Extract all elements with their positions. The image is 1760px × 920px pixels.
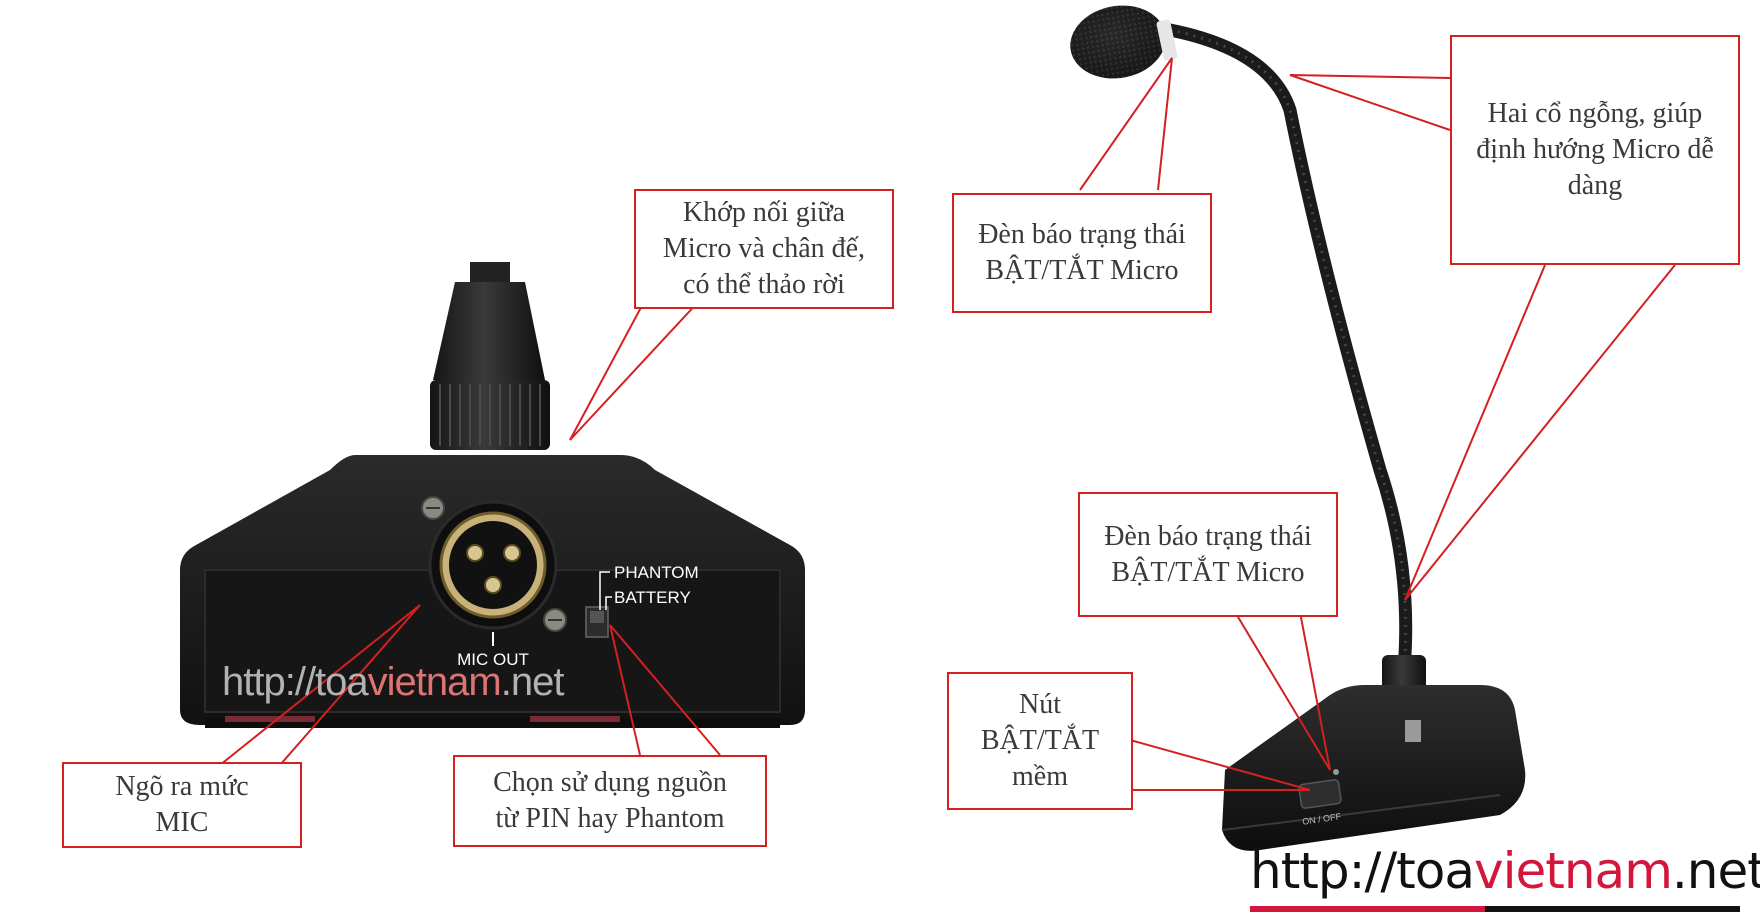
callout-den-bao-bottom: Đèn báo trạng thái BẬT/TẮT Micro — [1078, 492, 1338, 617]
leader-den-bao-top — [1079, 57, 1173, 191]
led-ring — [1156, 19, 1178, 61]
on-off-button — [1298, 779, 1342, 809]
watermark-small-accent: vietnam — [367, 660, 502, 704]
gooseneck-microphone: ON / OFF — [1070, 5, 1526, 851]
leader-co-ngong — [1289, 74, 1451, 131]
watermark-small-suffix: .net — [500, 660, 565, 704]
callout-den-bao-top-text: Đèn báo trạng thái BẬT/TẮT Micro — [978, 219, 1186, 286]
connector-panel: MIC OUT PHANTOM BATTERY — [180, 262, 805, 728]
watermark-big-accent: vietnam — [1474, 842, 1673, 900]
cable-stub — [470, 262, 510, 282]
callout-khop-noi: Khớp nối giữa Micro và chân đế, có thể t… — [634, 189, 894, 309]
mic-out-label: MIC OUT — [457, 650, 529, 669]
callout-den-bao-top: Đèn báo trạng thái BẬT/TẮT Micro — [952, 193, 1212, 313]
watermark-small-prefix: http://toa — [222, 660, 369, 704]
phantom-label: PHANTOM — [614, 563, 699, 582]
mic-base — [1222, 685, 1526, 851]
callout-khop-noi-text: Khớp nối giữa Micro và chân đế, có thể t… — [662, 197, 866, 300]
callout-den-bao-bottom-text: Đèn báo trạng thái BẬT/TẮT Micro — [1104, 520, 1312, 588]
base-led — [1333, 769, 1339, 775]
callout-chon-nguon: Chọn sử dụng nguồn từ PIN hay Phantom — [453, 755, 767, 847]
leader-den-bao-bottom — [1234, 611, 1331, 771]
leader-khop-noi — [569, 299, 646, 441]
watermark-big-prefix: http://toa — [1250, 842, 1475, 900]
watermark-big: http://toavietnam.net — [1250, 842, 1760, 900]
leader-chon-nguon — [609, 624, 721, 756]
watermark-small: http://toavietnam.net — [222, 660, 565, 705]
leader-lines — [219, 57, 1676, 791]
watermark-bar-red — [1250, 906, 1485, 912]
battery-label: BATTERY — [614, 588, 691, 607]
base-logo — [1405, 720, 1421, 742]
callout-chon-nguon-text: Chọn sử dụng nguồn từ PIN hay Phantom — [493, 767, 727, 834]
connector-cone — [433, 282, 545, 380]
callout-nut-bat-tat-text: Nút BẬT/TẮT mềm — [980, 689, 1100, 792]
watermark-big-suffix: .net — [1671, 842, 1760, 900]
callout-co-ngong: Hai cổ ngỗng, giúp định hướng Micro dễ d… — [1450, 35, 1740, 265]
leader-nut — [1129, 739, 1311, 791]
watermark-bar-black — [1485, 906, 1740, 912]
callout-ngo-ra-text: Ngõ ra mức MIC — [115, 771, 249, 838]
callout-nut-bat-tat: Nút BẬT/TẮT mềm — [947, 672, 1133, 810]
callout-ngo-ra: Ngõ ra mức MIC — [62, 762, 302, 848]
leader-ngo-ra — [219, 604, 421, 766]
callout-co-ngong-text: Hai cổ ngỗng, giúp định hướng Micro dễ d… — [1476, 98, 1714, 201]
